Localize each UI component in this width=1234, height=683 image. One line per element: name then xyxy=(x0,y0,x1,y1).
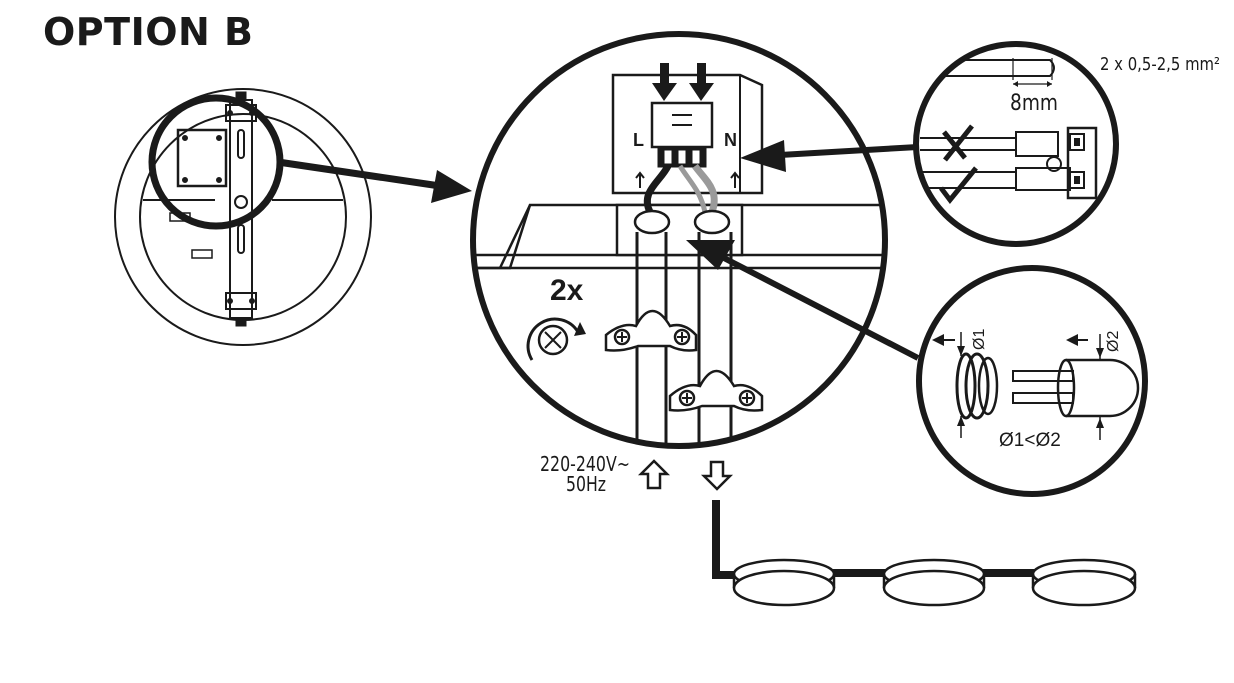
connection-detail xyxy=(473,63,885,446)
zoom-arrow xyxy=(277,158,472,203)
daisy-chain-cable xyxy=(712,500,1040,579)
grommet-d1-label: Ø1 xyxy=(971,329,988,350)
correct-mark-icon xyxy=(939,166,978,205)
chained-lights xyxy=(712,500,1137,607)
supply-out-arrow-icon xyxy=(700,460,734,491)
terminal-arrow xyxy=(740,140,919,172)
strip-length-label: 8mm xyxy=(1010,91,1058,116)
detail-circle-outline xyxy=(470,31,888,449)
grommet-arrow xyxy=(686,240,920,361)
push-arrows xyxy=(652,63,714,101)
wrong-mark-icon xyxy=(942,124,974,162)
supply-in-arrow-icon xyxy=(637,459,671,490)
supply-frequency-label: 50Hz xyxy=(566,472,606,496)
screw-count-label: 2x xyxy=(550,274,584,307)
terminal-neutral-label: N xyxy=(724,130,737,150)
downlight-1 xyxy=(732,558,836,607)
wire-cross-section-label: 2 x 0,5-2,5 mm² xyxy=(1100,54,1220,75)
downlight-3 xyxy=(1031,558,1137,607)
grommet-relation-label: Ø1<Ø2 xyxy=(999,430,1061,451)
grommet-detail-outline xyxy=(916,265,1148,497)
terminal-box-overview xyxy=(176,128,228,188)
luminaire-outer-ring xyxy=(114,88,372,346)
page-title: OPTION B xyxy=(43,10,254,54)
grommet-d2-label: Ø2 xyxy=(1105,331,1122,352)
terminal-live-label: L xyxy=(633,130,644,150)
wire-strip-detail xyxy=(920,58,1098,205)
luminaire-overview xyxy=(114,88,372,346)
downlight-2 xyxy=(882,558,986,607)
wire-strip-outline xyxy=(913,41,1119,247)
grommet-detail xyxy=(932,332,1140,440)
supply-voltage-label: 220-240V~ xyxy=(540,452,630,476)
screw-tighten-icon xyxy=(526,317,586,361)
through-cable xyxy=(697,232,733,446)
